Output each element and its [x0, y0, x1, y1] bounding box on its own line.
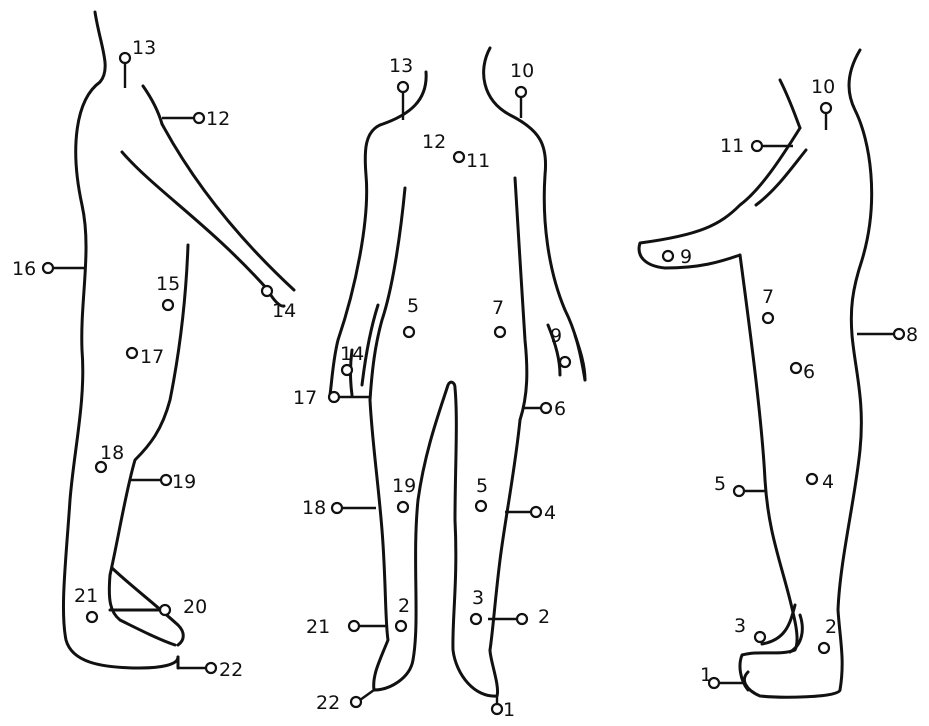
- marker-point: [663, 251, 673, 261]
- marker-label: 17: [293, 387, 317, 409]
- marker-label: 12: [206, 108, 230, 130]
- marker-label: 20: [183, 596, 207, 618]
- marker-point: [560, 357, 570, 367]
- marker-point: [821, 103, 831, 113]
- marker-label: 2: [398, 595, 410, 617]
- left-figure-arm-lower: [122, 152, 284, 306]
- marker-point: [763, 313, 773, 323]
- figure-back: [330, 48, 585, 696]
- marker-point: [120, 53, 130, 63]
- back-figure-right-leg: [490, 420, 520, 650]
- marker-point: [398, 502, 408, 512]
- marker-point: [734, 486, 744, 496]
- marker-point: [495, 327, 505, 337]
- marker-point: [127, 348, 137, 358]
- marker-point: [329, 392, 339, 402]
- figure-left-side: [63, 12, 294, 668]
- marker-label: 13: [389, 55, 413, 77]
- marker-label: 10: [811, 76, 835, 98]
- back-figure-left-inner-arm: [370, 188, 405, 400]
- marker-label: 19: [392, 475, 416, 497]
- marker-point: [476, 501, 486, 511]
- marker-label: 3: [734, 615, 746, 637]
- marker-label: 3: [472, 587, 484, 609]
- marker-point: [332, 503, 342, 513]
- marker-label: 6: [554, 398, 566, 420]
- marker-point: [541, 403, 551, 413]
- marker-label: 10: [510, 60, 534, 82]
- marker-label: 5: [476, 475, 488, 497]
- markers-back: 13 10 12 11 5 7 14 9 17 6 18 19 5 4: [293, 55, 570, 721]
- right-figure-neck: [780, 80, 800, 128]
- marker-point: [517, 614, 527, 624]
- marker-label: 4: [822, 471, 834, 493]
- marker-point: [492, 704, 502, 714]
- marker-point: [807, 474, 817, 484]
- marker-label: 21: [306, 616, 330, 638]
- marker-label: 12: [422, 131, 446, 153]
- marker-point: [163, 300, 173, 310]
- back-figure-right-inner-arm: [515, 178, 527, 420]
- marker-label: 8: [906, 324, 918, 346]
- marker-label: 19: [172, 471, 196, 493]
- marker-point: [342, 365, 352, 375]
- marker-point: [531, 507, 541, 517]
- marker-point: [454, 152, 464, 162]
- marker-point: [398, 82, 408, 92]
- marker-point: [160, 605, 170, 615]
- marker-label: 14: [272, 300, 296, 322]
- marker-point: [351, 697, 361, 707]
- marker-label: 14: [340, 343, 364, 365]
- marker-label: 5: [714, 473, 726, 495]
- marker-label: 22: [219, 659, 243, 681]
- marker-point: [396, 621, 406, 631]
- marker-label: 13: [132, 37, 156, 59]
- marker-label: 2: [825, 616, 837, 638]
- marker-label: 22: [316, 692, 340, 714]
- markers-left-side: 13 12 16 15 14 17 18 19 21 20 22: [12, 37, 296, 681]
- marker-point: [262, 286, 272, 296]
- marker-label: 9: [680, 246, 692, 268]
- marker-point: [194, 113, 204, 123]
- marker-point: [161, 475, 171, 485]
- marker-label: 18: [302, 497, 326, 519]
- marker-point: [404, 327, 414, 337]
- marker-label: 18: [100, 442, 124, 464]
- marker-point: [819, 643, 829, 653]
- marker-label: 21: [74, 585, 98, 607]
- marker-point: [755, 632, 765, 642]
- marker-label: 7: [762, 286, 774, 308]
- marker-point: [87, 612, 97, 622]
- left-figure-back-outline: [63, 12, 178, 668]
- marker-label: 4: [544, 502, 556, 524]
- marker-label: 9: [550, 325, 562, 347]
- back-figure-left-leg: [370, 382, 498, 696]
- marker-point: [516, 87, 526, 97]
- marker-point: [471, 614, 481, 624]
- marker-point: [791, 363, 801, 373]
- marker-label: 16: [12, 258, 36, 280]
- marker-label: 6: [803, 361, 815, 383]
- marker-label: 1: [700, 664, 712, 686]
- marker-label: 7: [492, 297, 504, 319]
- marker-label: 15: [156, 273, 180, 295]
- marker-point: [43, 263, 53, 273]
- left-figure-neck-front: [143, 86, 162, 124]
- marker-label: 5: [407, 295, 419, 317]
- marker-point: [206, 663, 216, 673]
- marker-label: 11: [466, 150, 490, 172]
- marker-point: [894, 329, 904, 339]
- marker-point: [349, 621, 359, 631]
- marker-point: [752, 141, 762, 151]
- marker-label: 11: [720, 135, 744, 157]
- marker-label: 1: [503, 699, 515, 721]
- marker-label: 17: [140, 346, 164, 368]
- marker-label: 2: [538, 606, 550, 628]
